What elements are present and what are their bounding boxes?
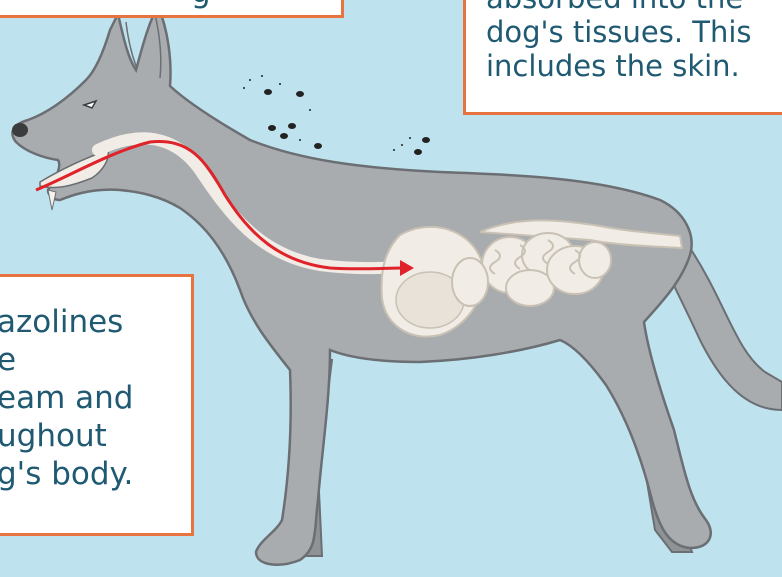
dog-nose — [12, 123, 28, 137]
callout-text-line: absorbed into the — [486, 0, 752, 15]
callout-text-line: g's body. — [0, 455, 133, 493]
callout-text-line: e — [0, 341, 133, 379]
callout-text-line: eam and — [0, 379, 133, 417]
callout-top-right: absorbed into the dog's tissues. This in… — [463, 0, 782, 115]
flea-cluster — [243, 75, 430, 155]
callout-text-line: includes the skin. — [486, 49, 752, 83]
callout-top-left: g — [0, 0, 344, 18]
callout-text-line: dog's tissues. This — [486, 15, 752, 49]
callout-left: azolines e eam and ughout g's body. — [0, 274, 194, 536]
callout-text-line: g — [191, 0, 211, 11]
callout-text-line: ughout — [0, 417, 133, 455]
callout-text-line: azolines — [0, 303, 133, 341]
